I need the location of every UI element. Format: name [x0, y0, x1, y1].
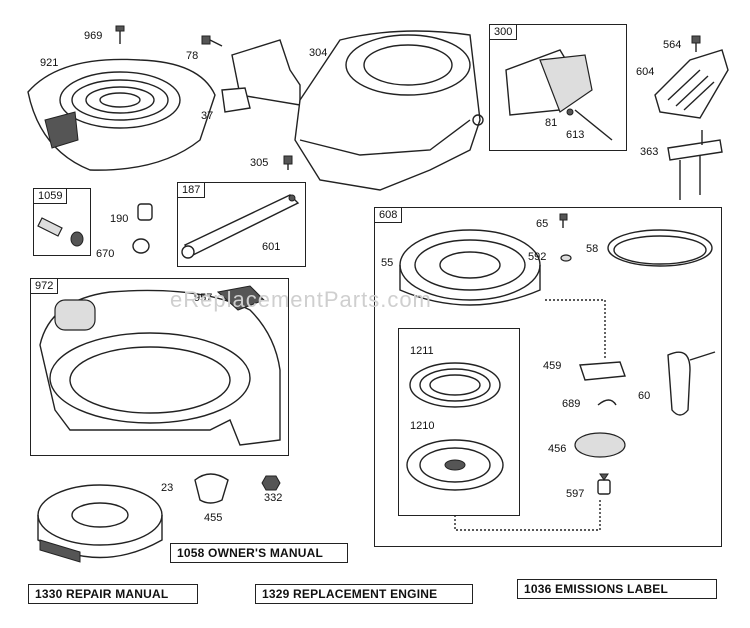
box-300-tag: 300 — [489, 24, 518, 40]
retainer-689-drawing — [597, 399, 617, 406]
part-label-81: 81 — [545, 117, 558, 129]
nut-332-drawing — [261, 475, 281, 491]
part-label-78: 78 — [186, 50, 199, 62]
part-label-921: 921 — [40, 57, 59, 69]
rope-58-drawing — [607, 229, 713, 267]
owners-manual-plate: 1058 OWNER'S MANUAL — [170, 543, 351, 566]
box-972-tag: 972 — [30, 278, 59, 294]
fitting-190-drawing — [137, 203, 153, 221]
part-label-1211: 1211 — [410, 345, 434, 357]
screw-65-drawing — [559, 213, 568, 228]
part-label-604: 604 — [636, 66, 655, 78]
part-label-304: 304 — [309, 47, 328, 59]
replacement-engine-plate: 1329 REPLACEMENT ENGINE — [255, 584, 476, 607]
screw-969-drawing — [115, 25, 125, 44]
bolt-78-drawing — [201, 35, 223, 47]
box-300: 300 — [489, 24, 627, 151]
flywheel-23-drawing — [37, 484, 163, 563]
part-label-592: 592 — [528, 251, 547, 263]
screw-597-drawing — [597, 473, 611, 495]
part-label-305: 305 — [250, 157, 269, 169]
part-label-613: 613 — [566, 129, 585, 141]
part-label-363: 363 — [640, 146, 659, 158]
baffle-37-drawing — [221, 39, 301, 113]
bushing-670-drawing — [132, 238, 150, 254]
emissions-label-plate: 1036 EMISSIONS LABEL — [517, 579, 720, 602]
box-1059: 1059 — [33, 188, 91, 256]
box-972: 972 — [30, 278, 289, 456]
screw-564-drawing — [691, 35, 701, 52]
part-label-969: 969 — [84, 30, 103, 42]
box-608: 608 — [374, 207, 722, 547]
part-label-597: 597 — [566, 488, 585, 500]
part-label-601: 601 — [262, 241, 281, 253]
blower-cover-921-drawing — [27, 58, 216, 171]
part-label-689: 689 — [562, 398, 581, 410]
parts-1059-drawing — [37, 217, 84, 247]
bracket-363-drawing — [667, 130, 723, 200]
part-label-37: 37 — [201, 110, 214, 122]
box-187: 187 — [177, 182, 306, 267]
screen-455-drawing — [194, 473, 229, 504]
part-label-65: 65 — [536, 218, 549, 230]
part-label-58: 58 — [586, 243, 599, 255]
part-label-60: 60 — [638, 390, 651, 402]
pulley-1210-drawing — [406, 439, 504, 491]
handle-60-drawing — [667, 351, 716, 416]
spring-1211-drawing — [409, 362, 501, 408]
part-label-55: 55 — [381, 257, 394, 269]
repair-manual-plate: 1330 REPAIR MANUAL — [28, 584, 201, 607]
part-label-190: 190 — [110, 213, 129, 225]
box-608-tag: 608 — [374, 207, 403, 223]
box-1210-1211 — [398, 328, 520, 516]
box-1059-tag: 1059 — [33, 188, 68, 204]
muffler-guard-604-drawing — [654, 49, 729, 119]
watermark: eReplacementParts.com — [170, 287, 432, 312]
part-label-957: 957 — [194, 292, 213, 304]
part-label-459: 459 — [543, 360, 562, 372]
part-label-456: 456 — [548, 443, 567, 455]
part-label-564: 564 — [663, 39, 682, 51]
part-label-23: 23 — [161, 482, 174, 494]
part-label-332: 332 — [264, 492, 283, 504]
starter-55-drawing — [399, 229, 541, 306]
blower-housing-304-drawing — [294, 30, 484, 191]
box-187-tag: 187 — [177, 182, 206, 198]
washer-592-drawing — [560, 254, 572, 262]
cam-456-drawing — [574, 432, 626, 458]
screw-305-drawing — [283, 155, 293, 170]
shaft-187-drawing — [181, 194, 300, 259]
muffler-300-drawing — [505, 49, 613, 141]
part-label-1210: 1210 — [410, 420, 435, 432]
part-label-455: 455 — [204, 512, 223, 524]
pawl-459-drawing — [579, 361, 626, 381]
fuel-tank-972-drawing — [39, 285, 281, 446]
part-label-670: 670 — [96, 248, 115, 260]
